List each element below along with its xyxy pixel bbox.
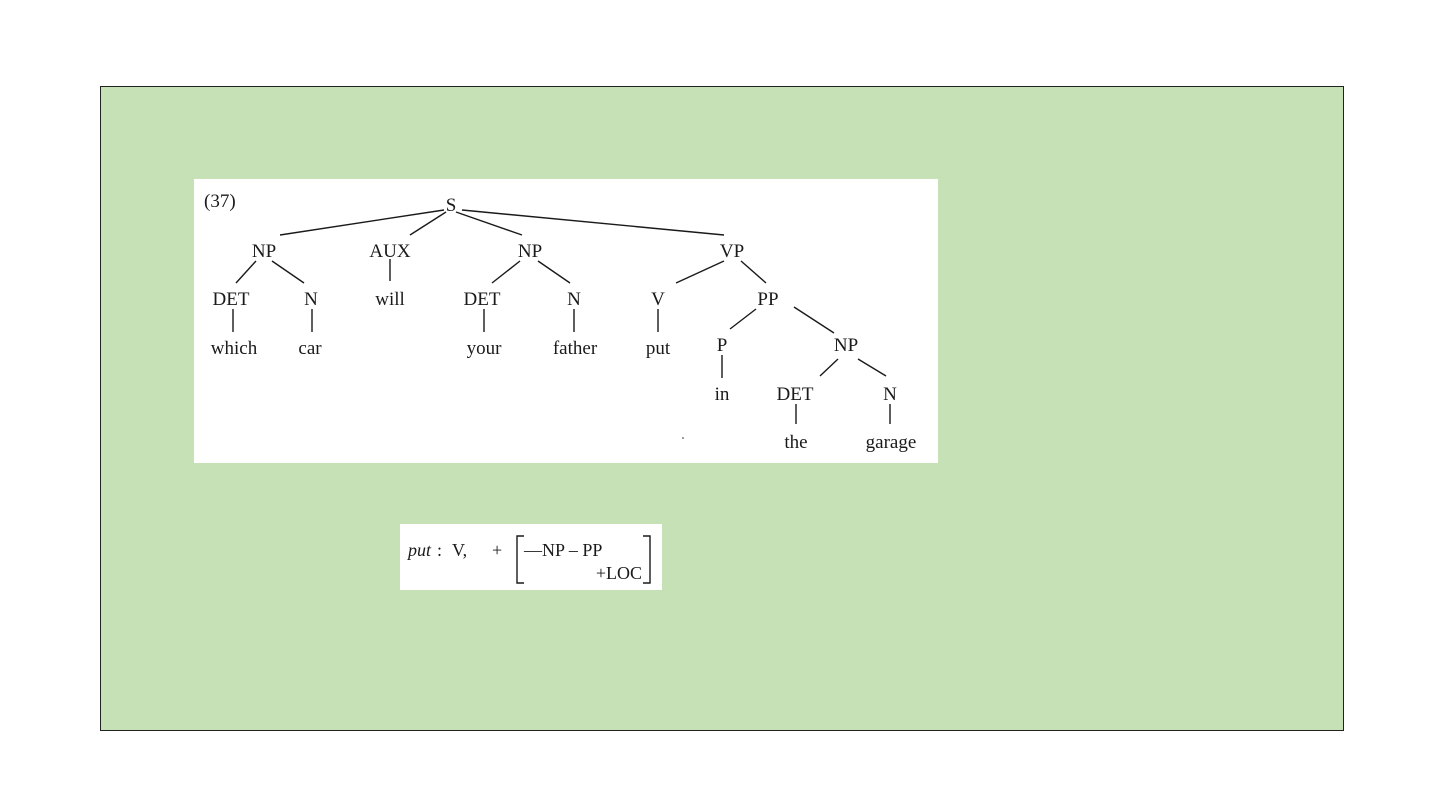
entry-colon: : [437, 540, 442, 560]
word-in: in [715, 384, 730, 405]
syntax-tree-figure: (37) S NP AUX NP VP DET N will DET N V P… [194, 179, 938, 463]
node-v: V [651, 289, 665, 310]
node-s: S [446, 195, 457, 216]
edge-s-np1 [279, 209, 445, 236]
lexical-entry: put : V, + —NP – PP +LOC [400, 524, 662, 590]
entry-category: V, [452, 540, 467, 560]
right-bracket [643, 535, 651, 584]
node-np-locative: NP [834, 335, 858, 356]
edge-pp-p [729, 308, 757, 330]
word-which: which [211, 338, 258, 359]
edge-s-np2 [455, 211, 523, 236]
edge-np1-n1 [271, 260, 305, 284]
node-det-1: DET [213, 289, 250, 310]
subcategorization-frame: put : V, + —NP – PP +LOC [406, 535, 651, 584]
edge-np2-det2 [491, 260, 521, 284]
tree-edges [232, 209, 891, 424]
example-number: (37) [204, 191, 236, 212]
edge-np3-det3 [819, 358, 839, 377]
word-garage: garage [866, 432, 917, 453]
edge-np1-det1 [235, 260, 257, 284]
word-the: the [784, 432, 807, 453]
node-np-subject: NP [252, 241, 276, 262]
entry-frame: —NP – PP [523, 540, 602, 560]
node-det-3: DET [777, 384, 814, 405]
edge-s-vp [461, 209, 725, 236]
entry-plus: + [492, 540, 502, 560]
edge-vp-pp [740, 260, 767, 284]
node-n-2: N [567, 289, 581, 310]
word-will: will [375, 289, 405, 310]
node-n-3: N [883, 384, 897, 405]
edge-np2-n2 [537, 260, 571, 284]
edge-vp-v [675, 260, 725, 284]
node-n-1: N [304, 289, 318, 310]
edge-pp-np3 [793, 306, 835, 334]
node-det-2: DET [464, 289, 501, 310]
word-your: your [467, 338, 503, 359]
speck-dot [682, 437, 684, 439]
entry-feature: +LOC [596, 563, 642, 583]
node-vp: VP [720, 241, 744, 262]
entry-word: put [406, 540, 432, 560]
word-car: car [298, 338, 322, 359]
node-p: P [717, 335, 728, 356]
edge-s-aux [409, 211, 447, 236]
syntax-tree: (37) S NP AUX NP VP DET N will DET N V P… [204, 191, 917, 453]
node-np-object: NP [518, 241, 542, 262]
left-bracket [516, 535, 524, 584]
word-put: put [646, 338, 671, 359]
edge-np3-n3 [857, 358, 887, 377]
node-aux: AUX [369, 241, 410, 262]
word-father: father [553, 338, 598, 359]
node-pp: PP [757, 289, 778, 310]
